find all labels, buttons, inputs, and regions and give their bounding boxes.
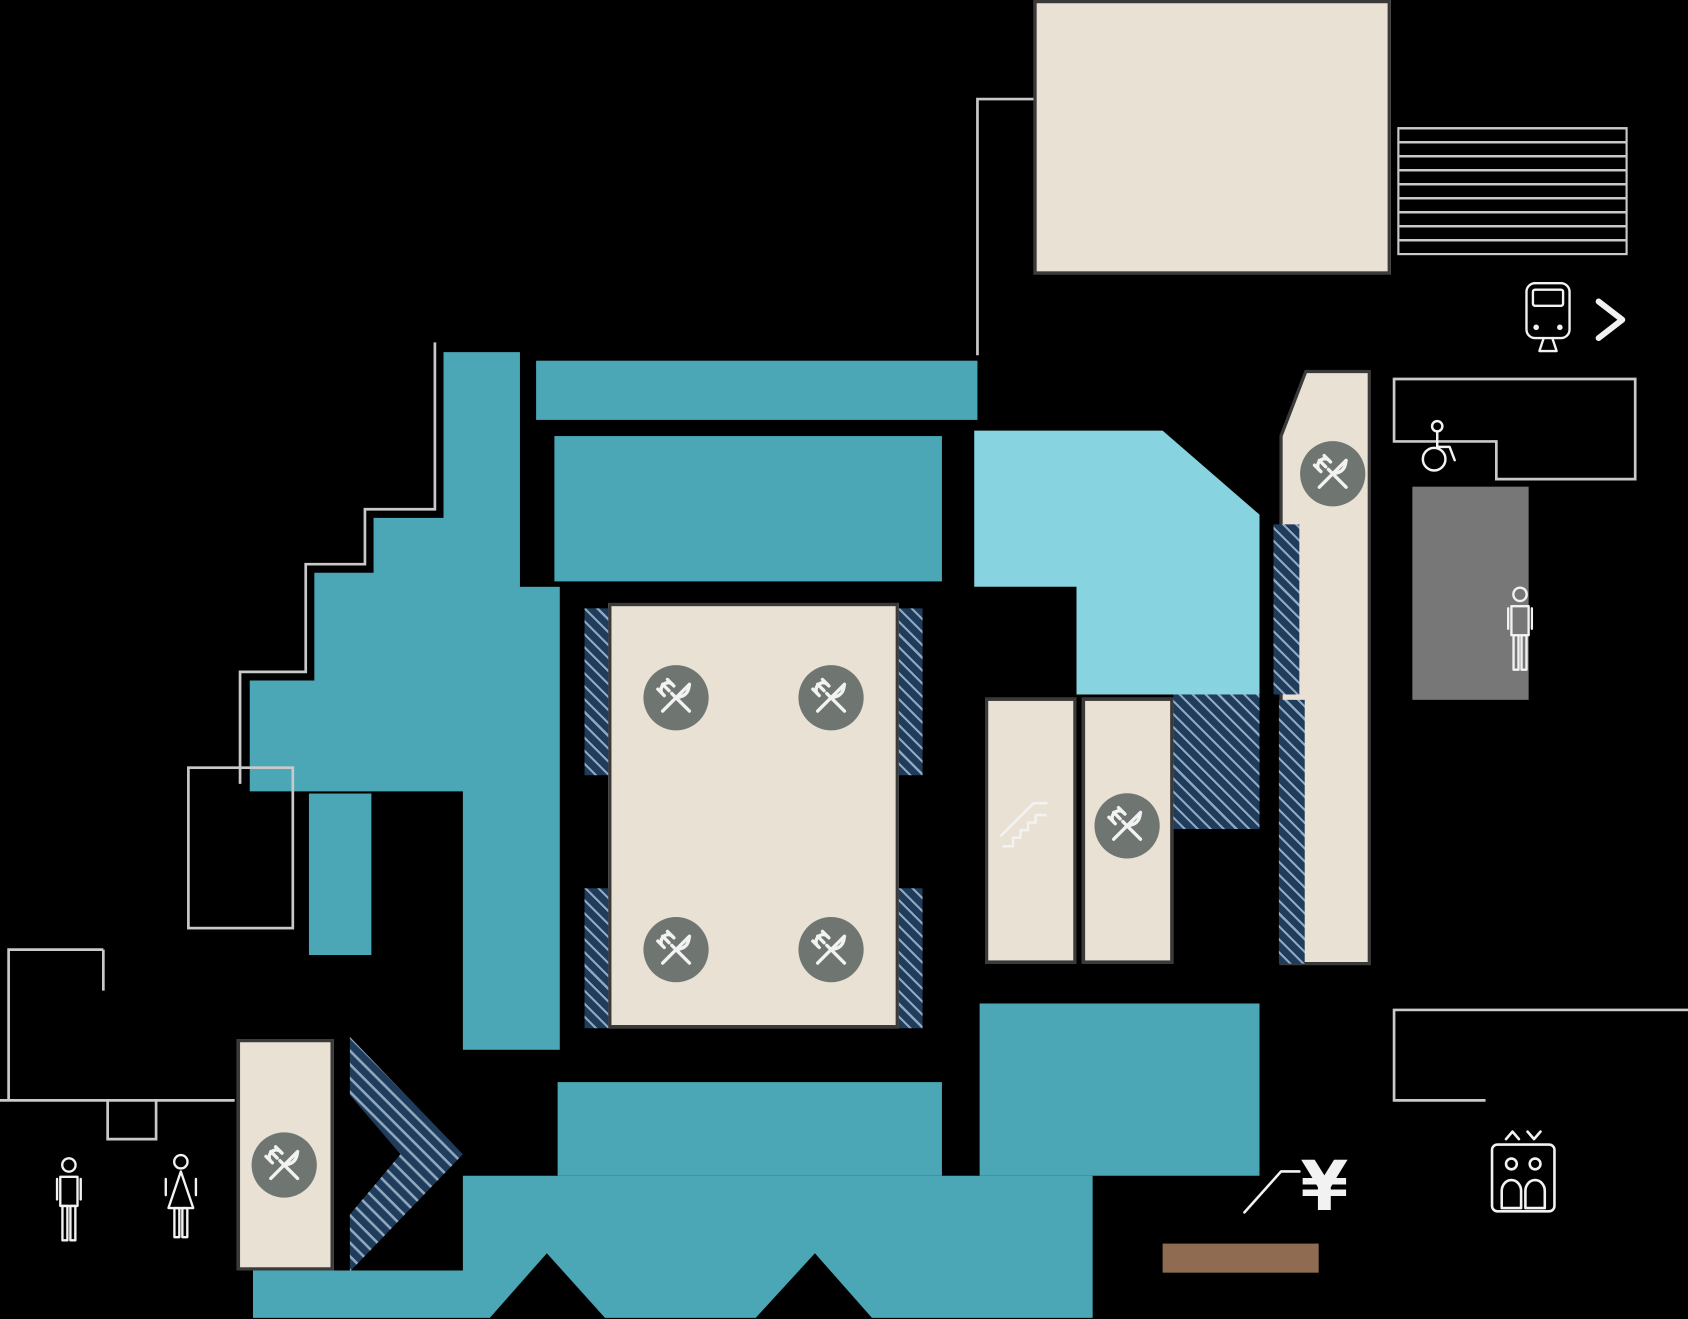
hatch-strip-center-left-top bbox=[584, 608, 609, 776]
wheelchair-icon bbox=[1417, 418, 1462, 476]
hatch-strip-center-right-bottom bbox=[898, 888, 923, 1029]
toilet-men-icon bbox=[1501, 585, 1540, 675]
stairs-northeast bbox=[1397, 127, 1628, 256]
hatch-strip-east-lower bbox=[1278, 699, 1305, 964]
service-area-east bbox=[1412, 486, 1529, 700]
corridor-west-small bbox=[308, 793, 372, 956]
toilet-men-icon bbox=[50, 1155, 89, 1245]
hall-northeast bbox=[1033, 0, 1391, 275]
hatched-chevron bbox=[349, 1036, 463, 1272]
wall-outline-southwest bbox=[0, 948, 235, 1141]
escalator-icon bbox=[997, 797, 1062, 853]
corridor-north bbox=[536, 360, 978, 420]
train-icon bbox=[1522, 280, 1574, 355]
escalator-block bbox=[984, 697, 1077, 964]
wall-outline-west-steps bbox=[238, 342, 437, 784]
hatch-strip-center-right-top bbox=[898, 608, 923, 776]
restaurant-icon bbox=[798, 664, 865, 731]
toilet-women-icon bbox=[157, 1152, 204, 1242]
plaza-northeast bbox=[974, 430, 1260, 695]
counter-bar bbox=[1162, 1243, 1319, 1273]
wall-outline-northeast bbox=[1392, 377, 1637, 481]
hatch-strip-east-upper bbox=[1273, 524, 1300, 695]
yen-symbol: ¥ bbox=[1300, 1147, 1348, 1223]
wall-outline-north bbox=[976, 97, 1036, 356]
restaurant-icon bbox=[643, 916, 710, 983]
yen-atm-icon: ¥ bbox=[1243, 1147, 1348, 1223]
restaurant-icon bbox=[1094, 792, 1161, 859]
restaurant-icon bbox=[251, 1132, 318, 1199]
corridor-south-band bbox=[252, 1175, 1093, 1318]
corridor-upper bbox=[554, 436, 942, 582]
restaurant-icon bbox=[643, 664, 710, 731]
wall-outline-southeast bbox=[1392, 1008, 1688, 1102]
corridor-southeast bbox=[979, 1003, 1260, 1176]
corridor-west-steps bbox=[249, 352, 520, 792]
chevron-right-icon bbox=[1591, 295, 1630, 345]
hatch-strip-center-left-bottom bbox=[584, 888, 609, 1029]
restaurant-icon bbox=[1299, 440, 1366, 507]
room-outline-west bbox=[187, 766, 295, 930]
corridor-south-inner bbox=[557, 1082, 942, 1176]
corridor-west bbox=[462, 586, 560, 1050]
restaurant-icon bbox=[798, 916, 865, 983]
elevator-icon bbox=[1489, 1128, 1558, 1214]
hatch-block-center-east bbox=[1173, 694, 1260, 830]
